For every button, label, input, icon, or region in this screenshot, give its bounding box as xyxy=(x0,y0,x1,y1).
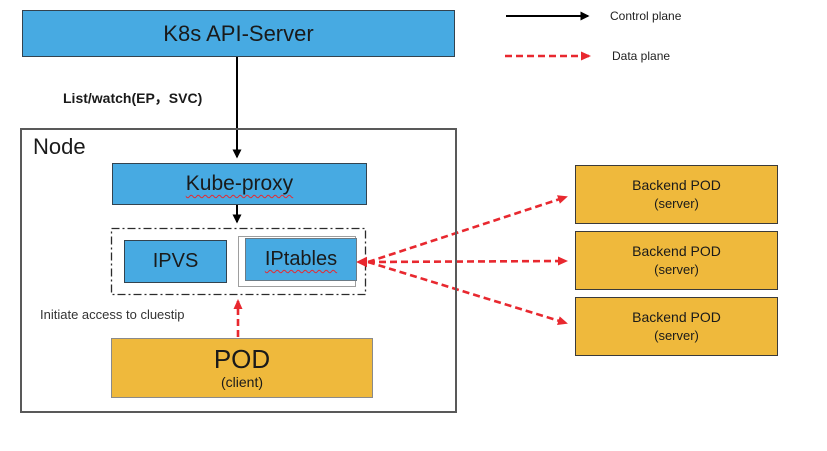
kube-proxy-label: Kube-proxy xyxy=(185,172,294,195)
client-pod-title: POD xyxy=(213,344,271,374)
backend-pod-box-3: Backend POD (server) xyxy=(575,297,778,356)
backend-pod-box-1: Backend POD (server) xyxy=(575,165,778,224)
legend-control-plane-label: Control plane xyxy=(610,9,682,23)
backend-pod-title: Backend POD xyxy=(632,177,721,193)
api-server-label: K8s API-Server xyxy=(163,20,314,46)
backend-pod-subtitle: (server) xyxy=(654,262,699,277)
node-container xyxy=(20,128,457,413)
initiate-access-note: Initiate access to cluestip xyxy=(40,307,185,322)
backend-pod-title: Backend POD xyxy=(632,243,721,259)
node-title: Node xyxy=(33,134,86,159)
legend-data-plane-label: Data plane xyxy=(612,49,671,63)
client-pod-subtitle: (client) xyxy=(220,374,263,390)
iptables-box: IPtables xyxy=(245,238,357,281)
client-pod-box: POD (client) xyxy=(111,338,373,398)
iptables-label: IPtables xyxy=(264,248,338,270)
ipvs-label: IPVS xyxy=(152,250,199,272)
kube-proxy-box: Kube-proxy xyxy=(112,163,367,205)
iptables-frame: IPtables xyxy=(238,236,357,287)
backend-pod-subtitle: (server) xyxy=(654,196,699,211)
api-server-box: K8s API-Server xyxy=(22,10,455,57)
backend-pod-subtitle: (server) xyxy=(654,328,699,343)
backend-pod-title: Backend POD xyxy=(632,309,721,325)
backend-pod-box-2: Backend POD (server) xyxy=(575,231,778,290)
list-watch-edge-label: List/watch(EP，SVC) xyxy=(63,90,203,106)
ipvs-box: IPVS xyxy=(124,240,227,283)
